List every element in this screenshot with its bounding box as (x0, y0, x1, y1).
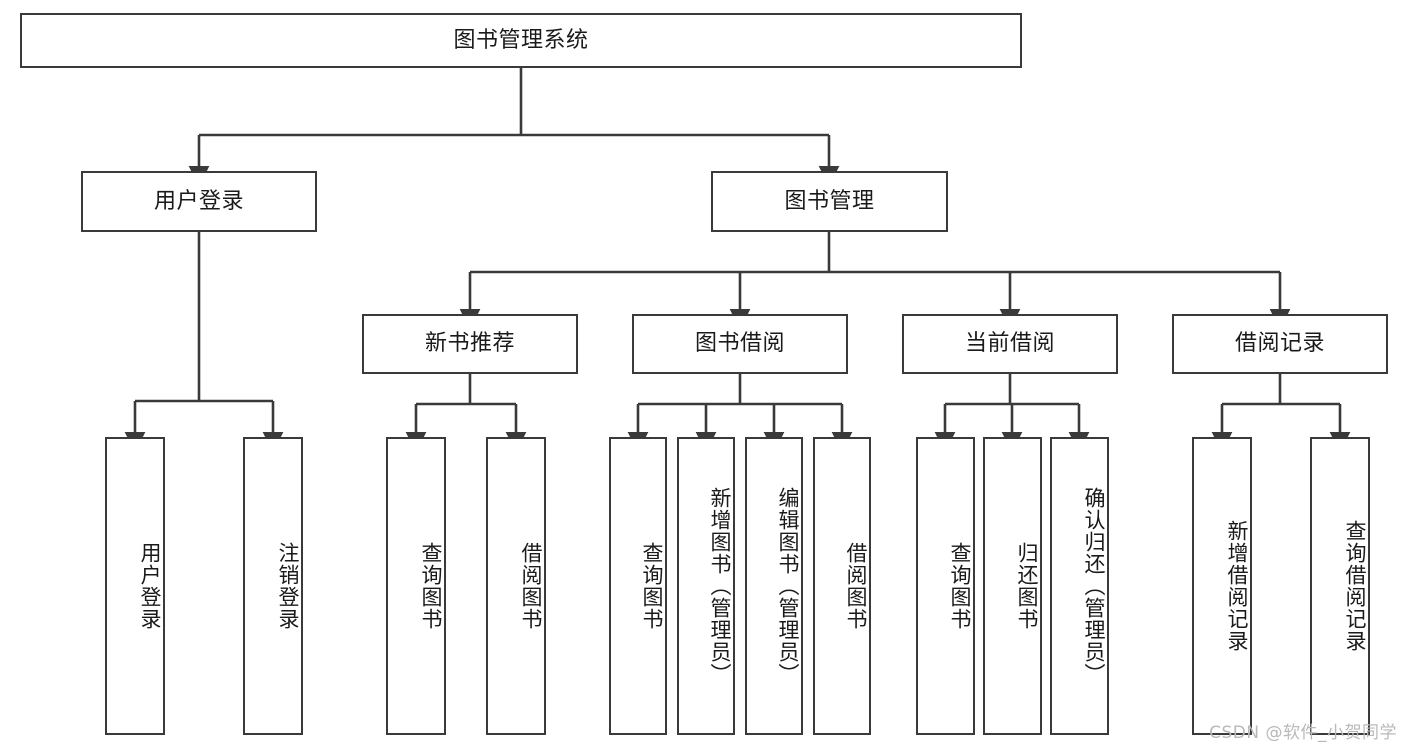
leaf-leaf-current-query-book[interactable]: 查询图书 (916, 437, 975, 735)
node-root-label: 图书管理系统 (453, 27, 589, 53)
leaf-leaf-record-query[interactable]: 查询借阅记录 (1310, 437, 1370, 735)
leaf-leaf-current-return-book-label: 归还图书 (1015, 542, 1039, 630)
leaf-leaf-borrow-borrow-book-label: 借阅图书 (844, 542, 868, 630)
node-root[interactable]: 图书管理系统 (20, 13, 1022, 68)
node-book-borrow-label: 图书借阅 (694, 331, 785, 357)
leaf-leaf-borrow-query-book[interactable]: 查询图书 (609, 437, 667, 735)
node-new-book-rec-label: 新书推荐 (424, 331, 515, 357)
node-book-manage[interactable]: 图书管理 (711, 171, 948, 232)
leaf-leaf-borrow-edit-book[interactable]: 编辑图书（管理员） (745, 437, 803, 735)
leaf-leaf-borrow-borrow-book[interactable]: 借阅图书 (813, 437, 871, 735)
node-book-borrow[interactable]: 图书借阅 (632, 314, 848, 374)
leaf-leaf-record-add-label: 新增借阅记录 (1225, 520, 1249, 652)
leaf-leaf-rec-query-book[interactable]: 查询图书 (386, 437, 446, 735)
watermark: CSDN @软件_小贺同学 (1209, 723, 1397, 743)
leaf-leaf-borrow-add-book-label: 新增图书（管理员） (708, 487, 732, 685)
leaf-leaf-borrow-edit-book-label: 编辑图书（管理员） (776, 487, 800, 685)
leaf-leaf-record-add[interactable]: 新增借阅记录 (1192, 437, 1252, 735)
leaf-leaf-current-query-book-label: 查询图书 (948, 542, 972, 630)
node-user-login[interactable]: 用户登录 (81, 171, 317, 232)
leaf-leaf-user-login-label: 用户登录 (138, 542, 162, 630)
leaf-leaf-user-logout[interactable]: 注销登录 (243, 437, 303, 735)
node-new-book-rec[interactable]: 新书推荐 (362, 314, 578, 374)
leaf-leaf-rec-borrow-book[interactable]: 借阅图书 (486, 437, 546, 735)
leaf-leaf-borrow-add-book[interactable]: 新增图书（管理员） (677, 437, 735, 735)
leaf-leaf-current-return-book[interactable]: 归还图书 (983, 437, 1042, 735)
leaf-leaf-borrow-query-book-label: 查询图书 (640, 542, 664, 630)
leaf-leaf-current-confirm-return[interactable]: 确认归还（管理员） (1050, 437, 1109, 735)
leaf-leaf-record-query-label: 查询借阅记录 (1343, 520, 1367, 652)
leaf-leaf-rec-query-book-label: 查询图书 (419, 542, 443, 630)
leaf-leaf-current-confirm-return-label: 确认归还（管理员） (1082, 487, 1106, 685)
leaf-leaf-rec-borrow-book-label: 借阅图书 (519, 542, 543, 630)
leaf-leaf-user-logout-label: 注销登录 (276, 542, 300, 630)
node-borrow-record[interactable]: 借阅记录 (1172, 314, 1388, 374)
node-current-borrow-label: 当前借阅 (964, 331, 1055, 357)
node-current-borrow[interactable]: 当前借阅 (902, 314, 1118, 374)
node-borrow-record-label: 借阅记录 (1234, 331, 1325, 357)
node-user-login-label: 用户登录 (153, 188, 244, 214)
leaf-leaf-user-login[interactable]: 用户登录 (105, 437, 165, 735)
node-book-manage-label: 图书管理 (784, 188, 875, 214)
